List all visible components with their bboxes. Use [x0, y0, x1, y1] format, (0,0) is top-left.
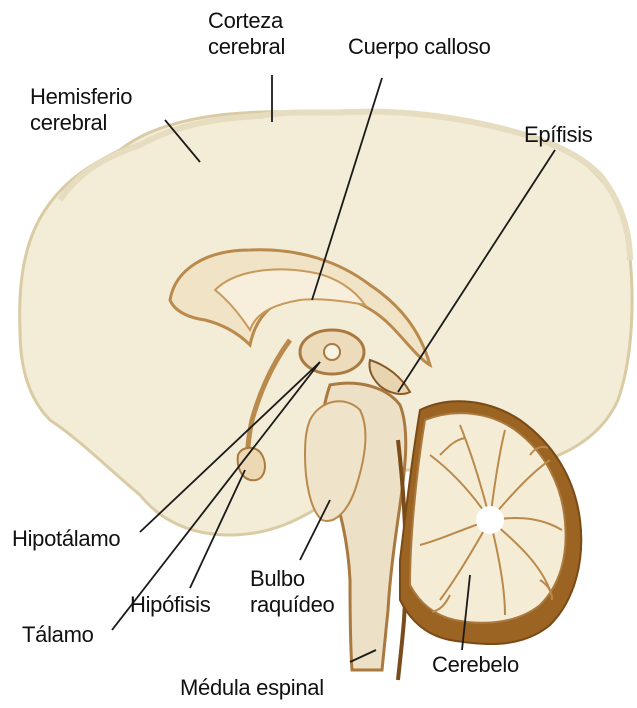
label-epifisis: Epífisis: [524, 122, 593, 148]
label-corteza-cerebral: Corteza cerebral: [208, 8, 285, 60]
label-hipofisis: Hipófisis: [130, 592, 210, 618]
label-hemisferio-cerebral: Hemisferio cerebral: [30, 84, 132, 136]
label-cuerpo-calloso: Cuerpo calloso: [348, 34, 491, 60]
cerebellum-center: [476, 506, 504, 534]
label-hipotalamo: Hipotálamo: [12, 526, 120, 552]
label-medula-espinal: Médula espinal: [180, 675, 324, 701]
label-cerebelo: Cerebelo: [432, 652, 519, 678]
label-bulbo-raquideo: Bulbo raquídeo: [250, 566, 334, 618]
thalamus-core: [324, 344, 340, 360]
label-talamo: Tálamo: [22, 622, 94, 648]
